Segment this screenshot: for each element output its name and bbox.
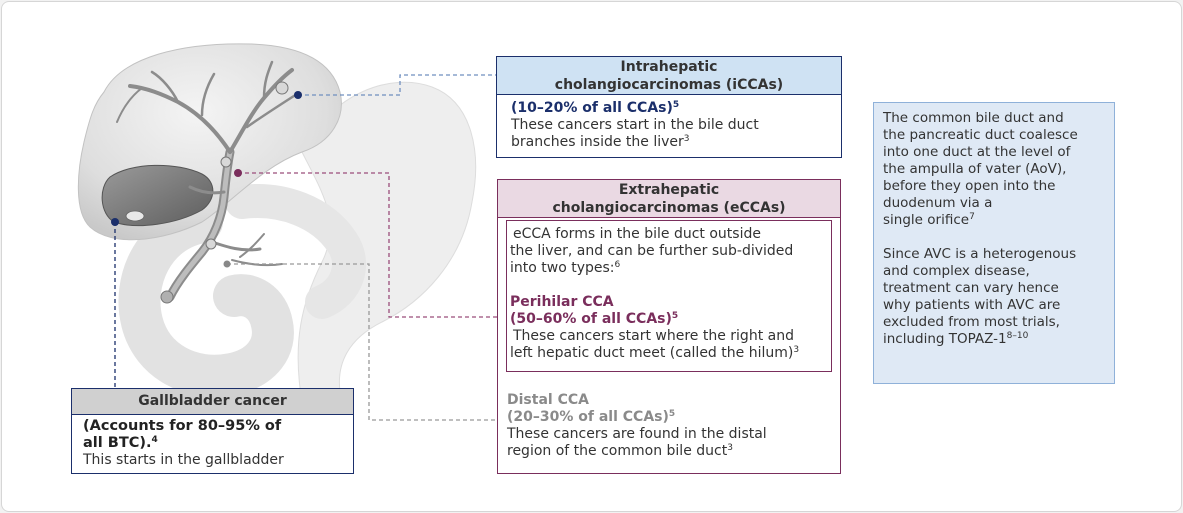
note-para2-ref: 8–10 (1006, 331, 1029, 341)
gallbladder-stat: (Accounts for 80–95% of all BTC). (83, 418, 282, 451)
ecca-intro-ref: 6 (614, 260, 621, 270)
icca-desc: These cancers start in the bile duct bra… (511, 117, 759, 150)
distal-stat-ref: 5 (668, 409, 676, 419)
ecca-box: Extrahepatic cholangiocarcinomas (eCCAs)… (497, 179, 841, 474)
distal-desc: These cancers are found in the distal re… (507, 426, 767, 459)
distal-stat: (20–30% of all CCAs) (507, 409, 669, 425)
ecca-title: Extrahepatic cholangiocarcinomas (eCCAs) (498, 180, 840, 218)
perihilar-stat-ref: 5 (671, 311, 679, 321)
note-para1: The common bile duct and the pancreatic … (883, 110, 1078, 228)
gallstone-icon (125, 210, 145, 222)
tumor-distal-icon (205, 238, 217, 250)
distal-marker (223, 260, 231, 268)
note-para1-ref: 7 (969, 212, 975, 222)
perihilar-stat: (50–60% of all CCAs) (510, 311, 672, 327)
gallbladder-box: Gallbladder cancer (Accounts for 80–95% … (71, 388, 354, 474)
perihilar-desc: These cancers start where the right and … (510, 328, 794, 361)
ecca-perihilar-panel: eCCA forms in the bile duct outside the … (506, 220, 832, 372)
note-para2: Since AVC is a heterogenous and complex … (883, 246, 1077, 347)
icca-desc-ref: 3 (683, 134, 690, 144)
tumor-perihilar-icon (220, 156, 232, 168)
gallbladder-marker (111, 218, 119, 226)
ecca-intro: eCCA forms in the bile duct outside the … (510, 226, 794, 276)
connectors (114, 74, 497, 421)
gallbladder-shape (101, 164, 214, 227)
ampulla-note-box: The common bile duct and the pancreatic … (873, 102, 1115, 384)
perihilar-name: Perihilar CCA (510, 294, 614, 310)
distal-name: Distal CCA (507, 392, 589, 408)
icca-connector (298, 74, 496, 96)
ecca-marker (234, 169, 242, 177)
icca-title: Intrahepatic cholangiocarcinomas (iCCAs) (497, 57, 841, 95)
perihilar-desc-ref: 3 (793, 345, 800, 355)
ecca-distal-section: Distal CCA (20–30% of all CCAs)5 These c… (507, 392, 767, 460)
icca-stat-ref: 5 (672, 100, 680, 110)
duodenum-shape (118, 201, 294, 397)
icca-marker (294, 91, 302, 99)
gallbladder-desc: This starts in the gallbladder (83, 452, 284, 468)
icca-stat: (10–20% of all CCAs) (511, 100, 673, 116)
icca-box: Intrahepatic cholangiocarcinomas (iCCAs)… (496, 56, 842, 158)
stomach-shape (297, 81, 477, 403)
ampulla-icon (160, 290, 174, 304)
distal-desc-ref: 3 (727, 443, 733, 453)
gallbladder-stat-ref: 4 (151, 435, 158, 445)
distal-connector (227, 263, 497, 421)
bile-duct-tree (116, 60, 299, 302)
tumor-intrahepatic-icon (275, 81, 289, 95)
pancreas-shape (225, 184, 366, 319)
gallbladder-title: Gallbladder cancer (72, 389, 353, 415)
